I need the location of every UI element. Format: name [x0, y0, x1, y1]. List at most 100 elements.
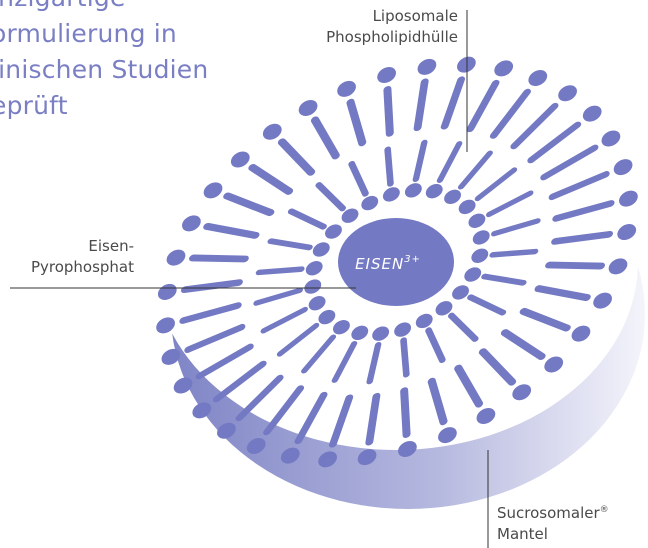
- label-iron-pyrophosphate: Eisen- Pyrophosphat: [31, 236, 134, 278]
- inner-lipid-head: [404, 183, 422, 198]
- inner-lipid-tail: [287, 208, 327, 230]
- outer-lipid-head: [476, 408, 496, 425]
- outer-lipid-tail: [478, 348, 517, 386]
- label-liposomal-shell-line-1: Liposomale: [372, 7, 458, 25]
- outer-lipid-head: [438, 427, 457, 444]
- inner-lipid-tail: [255, 266, 305, 276]
- outer-lipid-head: [494, 60, 514, 77]
- outer-lipid-tail: [365, 392, 381, 446]
- registered-trademark-mark: ®: [599, 505, 609, 515]
- outer-lipid-tail: [400, 387, 411, 438]
- outer-lipid-tail: [519, 307, 571, 332]
- inner-lipid-head: [308, 296, 326, 311]
- inner-lipid-head: [415, 313, 433, 329]
- outer-lipid-head: [262, 123, 282, 140]
- outer-lipid-tail: [413, 78, 429, 132]
- outer-lipid-tail: [294, 391, 328, 445]
- label-iron-pyrophosphate-line-2: Pyrophosphat: [30, 258, 134, 276]
- outer-lipid-head: [230, 151, 250, 168]
- headline-line-4: eprüft: [0, 91, 68, 120]
- label-liposomal-shell-line-2: Phospholipidhülle: [326, 28, 458, 46]
- outer-lipid-head: [166, 249, 186, 266]
- headline-line-2: ormulierung in: [0, 19, 177, 48]
- outer-lipid-tail: [454, 364, 484, 408]
- inner-lipid-tail: [301, 334, 337, 374]
- outer-lipid-head: [280, 447, 300, 464]
- outer-lipid-head: [203, 182, 223, 199]
- outer-lipid-head: [192, 402, 212, 419]
- label-sucrosomal-mantel: Sucrosomaler® Mantel: [497, 500, 609, 545]
- outer-lipid-tail: [184, 323, 246, 353]
- outer-lipid-head: [156, 317, 175, 334]
- outer-lipid-head: [593, 292, 612, 309]
- outer-lipid-tail: [203, 222, 260, 239]
- outer-lipid-head: [246, 437, 266, 454]
- inner-lipid-head: [394, 322, 412, 337]
- outer-lipid-tail: [540, 144, 599, 181]
- outer-lipid-tail: [223, 192, 275, 217]
- outer-lipid-tail: [527, 121, 582, 164]
- inner-lipid-tail: [260, 306, 308, 334]
- inner-lipid-head: [444, 189, 462, 205]
- outer-lipid-tail: [263, 385, 305, 436]
- inner-lipid-tail: [457, 150, 493, 190]
- inner-lipid-tail: [481, 273, 527, 286]
- inner-lipid-tail: [366, 342, 382, 385]
- outer-lipid-tail: [179, 302, 242, 324]
- outer-lipid-tail: [328, 394, 354, 448]
- inner-lipid-head: [471, 248, 489, 263]
- inner-lipid-head: [372, 326, 390, 341]
- outer-lipid-head: [182, 215, 201, 232]
- inner-lipid-tail: [384, 146, 394, 187]
- outer-lipid-head: [571, 325, 591, 342]
- inner-lipid-tail: [253, 287, 303, 306]
- outer-lipid-head: [558, 85, 577, 102]
- outer-lipid-tail: [188, 254, 249, 263]
- inner-lipid-head: [425, 183, 443, 199]
- inner-lipid-head: [304, 279, 322, 294]
- inner-lipid-tail: [315, 182, 346, 212]
- inner-lipid-head: [452, 285, 469, 300]
- outer-lipid-tail: [466, 79, 500, 133]
- inner-lipid-head: [472, 230, 490, 245]
- outer-lipid-head: [318, 451, 337, 468]
- outer-lipid-head: [337, 80, 356, 97]
- outer-lipid-tail: [248, 163, 294, 195]
- inner-lipid-head: [382, 187, 400, 202]
- label-sucrosomal-mantel-word: Sucrosomaler: [497, 504, 600, 522]
- outer-lipid-tail: [548, 171, 610, 201]
- inner-lipid-tail: [412, 139, 428, 182]
- inner-lipid-tail: [489, 248, 539, 258]
- outer-lipid-head: [417, 58, 437, 75]
- outer-lipid-head: [173, 377, 193, 394]
- inner-lipid-tail: [276, 322, 320, 357]
- outer-lipid-head: [161, 348, 181, 365]
- outer-lipid-tail: [500, 329, 546, 361]
- label-sucrosomal-mantel-line-1: Sucrosomaler®: [497, 500, 609, 524]
- outer-lipid-tail: [383, 86, 394, 137]
- label-iron-pyrophosphate-line-1: Eisen-: [88, 237, 134, 255]
- iron-core: EISEN3+: [338, 218, 454, 306]
- label-sucrosomal-mantel-line-2: Mantel: [497, 525, 548, 543]
- inner-lipid-head: [361, 195, 379, 211]
- outer-lipid-head: [613, 159, 633, 176]
- outer-lipid-tail: [427, 377, 448, 426]
- outer-lipid-tail: [195, 343, 254, 380]
- headline-line-1: inzigartige: [0, 0, 251, 16]
- label-liposomal-shell: Liposomale Phospholipidhülle: [326, 6, 458, 48]
- outer-lipid-head: [528, 70, 548, 87]
- inner-lipid-tail: [331, 341, 358, 383]
- svg-text:EISEN3+: EISEN3+: [355, 254, 421, 273]
- outer-lipid-tail: [545, 261, 606, 270]
- outer-lipid-tail: [534, 285, 591, 302]
- outer-lipid-tail: [489, 88, 531, 139]
- inner-lipid-head: [351, 325, 369, 341]
- inner-lipid-head: [305, 261, 323, 276]
- inner-lipid-head: [332, 319, 350, 335]
- outer-lipid-head: [298, 99, 318, 116]
- iron-core-charge: 3+: [404, 254, 421, 265]
- outer-lipid-tail: [212, 360, 267, 403]
- outer-lipid-tail: [310, 116, 340, 160]
